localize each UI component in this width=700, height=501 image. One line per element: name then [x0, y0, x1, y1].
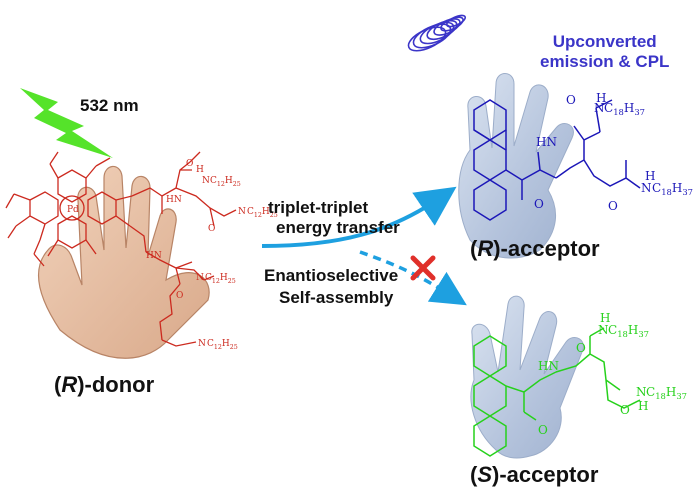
svg-text:N: N	[636, 385, 647, 399]
blocked-cross-icon	[410, 255, 436, 281]
svg-text:C18H37: C18H37	[652, 181, 693, 197]
blocked-transfer-arrow	[359, 250, 467, 306]
upconverted-line1: Upconverted	[552, 32, 657, 51]
r-acceptor-molecule	[473, 99, 641, 221]
svg-text:N: N	[238, 207, 246, 217]
svg-text:H: H	[596, 91, 606, 105]
svg-text:O: O	[620, 403, 630, 417]
svg-text:C12H25: C12H25	[205, 273, 236, 285]
svg-text:H: H	[645, 169, 655, 183]
donor-molecule	[5, 151, 237, 347]
svg-text:HN: HN	[146, 251, 162, 261]
svg-text:O: O	[534, 197, 544, 211]
svg-text:O: O	[566, 93, 576, 107]
svg-text:C18H37: C18H37	[646, 385, 687, 401]
svg-text:O: O	[176, 291, 183, 301]
svg-text:N: N	[641, 181, 652, 195]
svg-text:N: N	[202, 176, 210, 186]
svg-text:H: H	[600, 311, 610, 325]
svg-text:HN: HN	[538, 359, 559, 373]
svg-text:H: H	[638, 399, 648, 413]
s-acceptor-atoms: H N C18H37 O HN O O N C18H37 H	[538, 311, 687, 437]
svg-text:HN: HN	[166, 195, 182, 205]
svg-text:H: H	[196, 165, 204, 175]
transfer-line1: triplet-triplet	[268, 198, 369, 217]
svg-text:O: O	[186, 159, 193, 169]
r-acceptor-atoms: O H N C18H37 HN O O H N C18H37	[534, 91, 693, 213]
svg-text:O: O	[208, 224, 215, 234]
donor-label: (R)-donor	[54, 372, 155, 397]
donor-hand	[38, 165, 210, 359]
laser-bolt-icon	[20, 88, 113, 158]
donor-metal-label: Pd	[67, 205, 79, 215]
donor-chirality: R	[61, 372, 78, 397]
svg-text:HN: HN	[536, 135, 557, 149]
svg-text:N: N	[594, 101, 605, 115]
r-acceptor-chirality: R	[477, 236, 494, 261]
svg-text:O: O	[608, 199, 618, 213]
upconverted-label: Upconverted emission & CPL	[540, 32, 669, 72]
wavelength-label: 532 nm	[80, 96, 139, 115]
s-acceptor-chirality: S	[477, 462, 493, 487]
svg-text:O: O	[538, 423, 548, 437]
s-acceptor-label: (S)-acceptor	[470, 462, 599, 487]
assembly-line1: Enantioselective	[264, 266, 399, 285]
transfer-line2: energy transfer	[276, 218, 400, 237]
svg-text:N: N	[598, 323, 609, 337]
s-acceptor-molecule	[473, 327, 641, 457]
r-acceptor-label: (R)-acceptor	[470, 236, 600, 261]
energy-transfer-arrow	[261, 186, 457, 248]
svg-text:N: N	[196, 273, 204, 283]
svg-text:C18H37: C18H37	[604, 101, 645, 117]
r-acceptor-glove	[458, 73, 574, 259]
assembly-line2: Self-assembly	[279, 288, 394, 307]
s-acceptor-glove	[470, 295, 584, 459]
emission-spiral-icon	[407, 14, 467, 52]
donor-atoms: Pd O H N C12H25 HN O N C12H25 HN N C12H2…	[67, 159, 278, 351]
upconverted-line2: emission & CPL	[540, 52, 670, 71]
svg-text:N: N	[198, 339, 206, 349]
svg-text:C12H25: C12H25	[247, 207, 278, 219]
svg-text:C12H25: C12H25	[210, 176, 241, 188]
svg-text:C18H37: C18H37	[608, 323, 649, 339]
svg-text:O: O	[576, 341, 586, 355]
svg-text:C12H25: C12H25	[207, 339, 238, 351]
